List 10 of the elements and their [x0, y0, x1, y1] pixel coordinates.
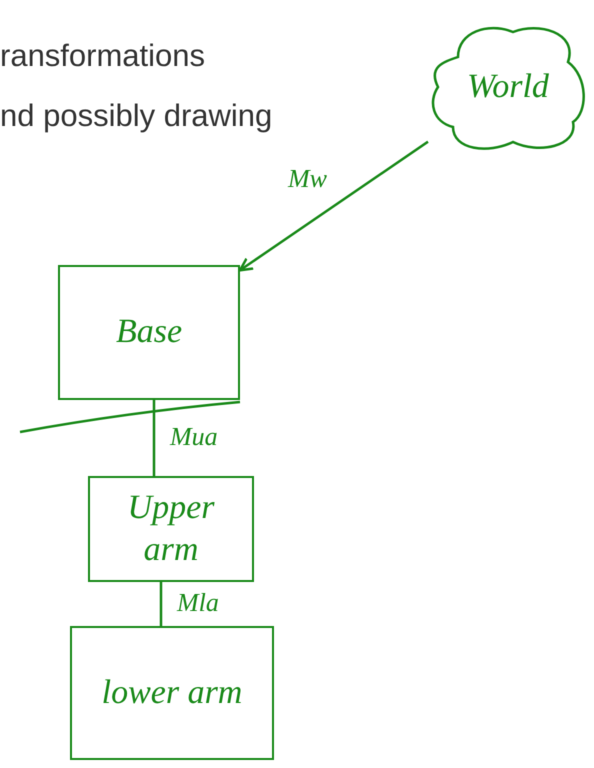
- node-label: Base: [114, 312, 184, 352]
- slide-text: ransformations: [0, 40, 206, 71]
- node-label: lower arm: [100, 672, 244, 713]
- arrow: [238, 140, 429, 272]
- slide-text: nd possibly drawing: [0, 100, 272, 131]
- node-label: World: [466, 66, 550, 107]
- hand-drawn-box: [70, 626, 274, 760]
- node-label: Upper arm: [126, 488, 216, 570]
- hand-drawn-box: [58, 265, 240, 400]
- hand-drawn-box: [88, 476, 254, 582]
